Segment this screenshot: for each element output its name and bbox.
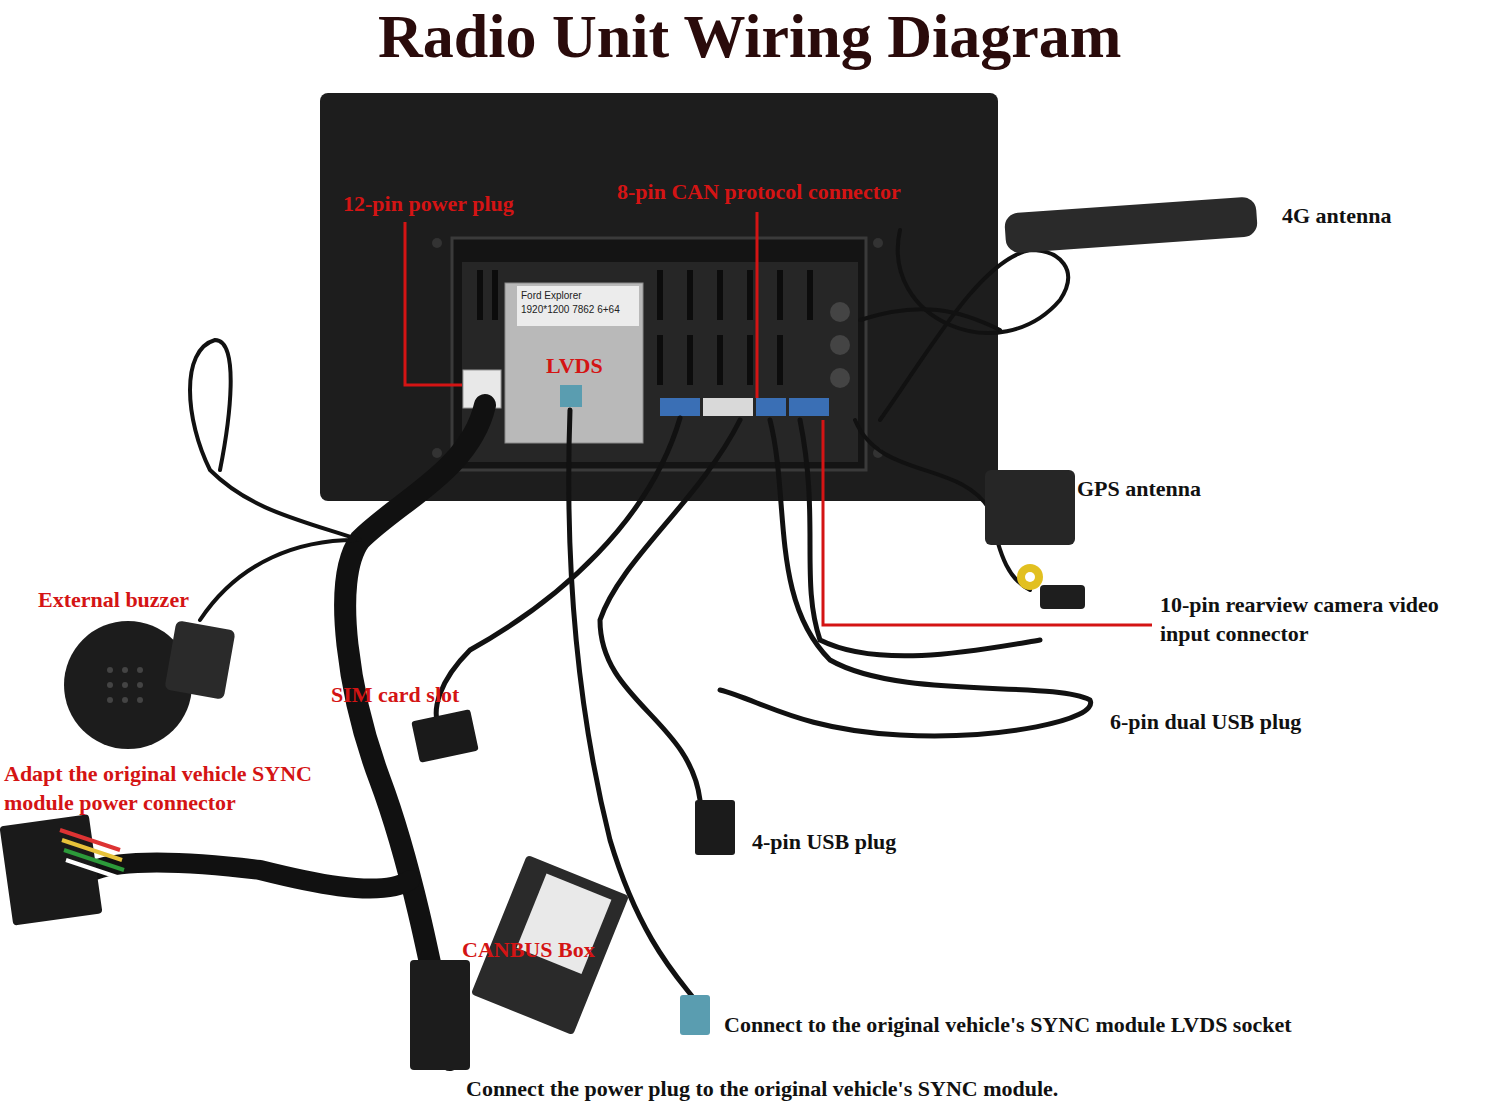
screw-holes <box>432 238 883 458</box>
rca-jack <box>1017 564 1043 590</box>
blue-connector <box>660 398 700 416</box>
part-label: SIM card slot <box>331 681 459 710</box>
sync-connector <box>0 814 103 926</box>
part-label: 8-pin CAN protocol connector <box>617 178 901 207</box>
sim-slot <box>411 709 478 763</box>
usb-plug <box>695 800 735 855</box>
diagram-title: Radio Unit Wiring Diagram <box>378 0 1122 77</box>
cables <box>95 230 1091 1060</box>
part-label: External buzzer <box>38 586 189 615</box>
part-label: GPS antenna <box>1077 475 1201 504</box>
buzzer-bracket <box>164 620 235 699</box>
part-label: Connect to the original vehicle's SYNC m… <box>724 1011 1292 1040</box>
unit-housing <box>320 93 998 501</box>
product-sticker: Ford Explorer1920*1200 7862 6+64 <box>517 286 639 326</box>
rca-jack-center <box>1025 572 1035 582</box>
part-label: LVDS <box>546 352 603 381</box>
part-label: 12-pin power plug <box>343 190 514 219</box>
sticker-text: Ford Explorer <box>521 289 635 303</box>
white-connector <box>703 398 753 416</box>
blue-connector <box>789 398 829 416</box>
lvds-port <box>560 385 582 407</box>
part-label: CANBUS Box <box>462 936 595 965</box>
part-label: 4-pin USB plug <box>752 828 896 857</box>
camera-plug <box>1040 585 1085 609</box>
lvds-plug <box>680 995 710 1035</box>
sticker-text: 1920*1200 7862 6+64 <box>521 303 635 317</box>
rear-panel <box>462 262 858 462</box>
part-label: 6-pin dual USB plug <box>1110 708 1301 737</box>
part-label: Connect the power plug to the original v… <box>466 1075 1058 1104</box>
leader-lines <box>405 212 1152 625</box>
connector-wires <box>60 830 126 880</box>
part-label: 4G antenna <box>1282 202 1391 231</box>
part-label: Adapt the original vehicle SYNC module p… <box>4 760 344 817</box>
buzzer-holes <box>107 667 143 703</box>
gps-antenna <box>985 470 1075 545</box>
blue-connector <box>756 398 786 416</box>
metal-shield <box>505 283 643 443</box>
vehicle-plug <box>410 960 470 1070</box>
part-label: 10-pin rearview camera video input conne… <box>1160 591 1490 648</box>
4g-antenna <box>1004 196 1258 253</box>
